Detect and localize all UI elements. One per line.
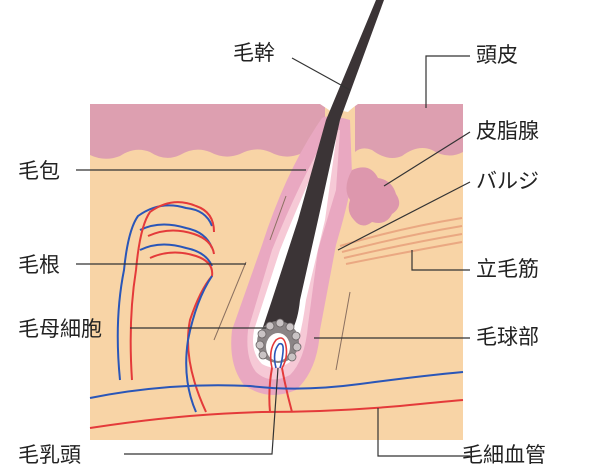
- matrix-cells: [255, 318, 302, 362]
- label-hair-root: 毛根: [18, 253, 60, 277]
- label-hair-shaft: 毛幹: [233, 41, 275, 65]
- label-scalp: 頭皮: [476, 43, 518, 67]
- papilla-vein-loop: [273, 342, 284, 369]
- hair-bulb: [255, 318, 302, 369]
- leader-capillary: [377, 408, 470, 457]
- label-hair-bulb: 毛球部: [476, 325, 539, 349]
- papilla-artery-loop: [269, 337, 288, 369]
- label-bulge: バルジ: [476, 169, 539, 193]
- capillary-network: [116, 201, 215, 413]
- leader-hair-shaft: [291, 57, 351, 91]
- label-capillary: 毛細血管: [462, 443, 546, 467]
- leader-sebaceous: [383, 131, 471, 187]
- papilla-artery-2: [281, 367, 293, 413]
- papilla-artery: [268, 367, 273, 413]
- deep-artery: [89, 399, 464, 429]
- label-hair-follicle: 毛包: [18, 159, 60, 183]
- epidermis-right: [355, 104, 463, 158]
- label-dermal-papilla: 毛乳頭: [18, 443, 81, 467]
- epidermis-left: [90, 104, 325, 159]
- label-matrix-cell: 毛母細胞: [18, 317, 102, 341]
- leader-arrector: [411, 250, 470, 271]
- leader-lines: [76, 55, 471, 457]
- sebaceous-lobule: [355, 203, 373, 221]
- deep-vein: [89, 371, 464, 399]
- dermal-fibers: [213, 195, 351, 371]
- hair-shaft: [262, 0, 384, 330]
- label-sebaceous-gland: 皮脂腺: [476, 119, 539, 143]
- label-arrector-pili: 立毛筋: [476, 257, 539, 281]
- leader-scalp: [425, 55, 470, 108]
- leader-bulge: [337, 181, 471, 251]
- leader-papilla: [124, 367, 279, 455]
